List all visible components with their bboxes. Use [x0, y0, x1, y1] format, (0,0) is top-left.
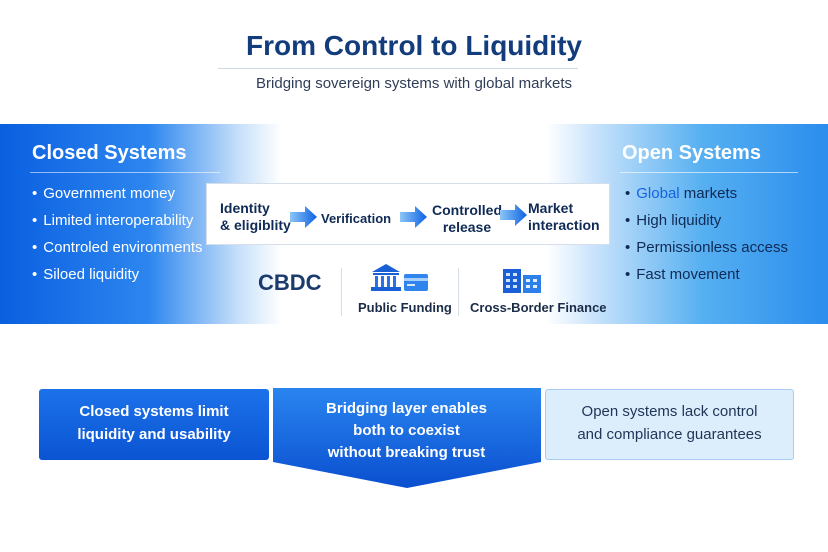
- list-item: Siloed liquidity: [32, 261, 203, 288]
- list-item: Government money: [32, 180, 203, 207]
- flow-step-verification: Verification: [321, 211, 392, 226]
- card-line: both to coexist: [353, 422, 460, 439]
- flow-step-market-interaction: Market interaction: [528, 200, 600, 234]
- list-item: Limited interoperability: [32, 207, 203, 234]
- card-line: without breaking trust: [327, 444, 486, 461]
- page-title: From Control to Liquidity: [246, 30, 582, 61]
- closed-systems-list: Government money Limited interoperabilit…: [32, 180, 203, 288]
- step-line: & eligiblity: [220, 217, 291, 233]
- title-divider: [218, 68, 578, 69]
- closed-title-divider: [30, 172, 220, 173]
- list-item: Global markets: [625, 180, 788, 207]
- cross-border-finance-label: Cross-Border Finance: [470, 300, 607, 315]
- list-item: Permissionless access: [625, 234, 788, 261]
- card-line: liquidity and usability: [77, 426, 231, 443]
- flow-step-identity: Identity & eligiblity: [220, 200, 291, 234]
- arrow-right-icon: [500, 204, 527, 226]
- card-line: Closed systems limit: [79, 403, 229, 420]
- step-line: Market: [528, 200, 574, 216]
- step-line: Identity: [220, 200, 270, 216]
- page-subtitle: Bridging sovereign systems with global m…: [256, 75, 572, 92]
- building-icon: [503, 269, 541, 293]
- arrow-right-icon: [290, 206, 317, 228]
- list-item-rest: markets: [683, 185, 738, 202]
- highlight-word: Global: [636, 185, 680, 202]
- card-line: Open systems lack control: [581, 403, 758, 420]
- card-line: and compliance guarantees: [577, 426, 762, 443]
- open-systems-title: Open Systems: [622, 142, 761, 164]
- arrow-right-icon: [400, 206, 427, 228]
- pillar-divider: [341, 268, 342, 316]
- open-limitation-card: Open systems lack control and compliance…: [545, 389, 794, 460]
- pillar-divider: [458, 268, 459, 316]
- step-line: release: [442, 219, 492, 235]
- open-systems-list: Global markets High liquidity Permission…: [625, 180, 788, 288]
- bank-icon: [371, 264, 428, 291]
- open-title-divider: [620, 172, 798, 173]
- step-line: interaction: [528, 217, 600, 233]
- list-item: Fast movement: [625, 261, 788, 288]
- bridging-layer-text: Bridging layer enables both to coexist w…: [273, 398, 540, 464]
- flow-step-controlled-release: Controlled release: [432, 202, 502, 236]
- public-funding-label: Public Funding: [358, 300, 452, 315]
- bridging-layer-card: [273, 388, 541, 488]
- closed-systems-title: Closed Systems: [32, 142, 187, 164]
- card-line: Bridging layer enables: [326, 400, 487, 417]
- list-item: Controled environments: [32, 234, 202, 261]
- list-item: High liquidity: [625, 207, 788, 234]
- step-line: Controlled: [432, 202, 502, 218]
- cbdc-label: CBDC: [258, 270, 322, 295]
- closed-limitation-card: Closed systems limit liquidity and usabi…: [39, 389, 269, 460]
